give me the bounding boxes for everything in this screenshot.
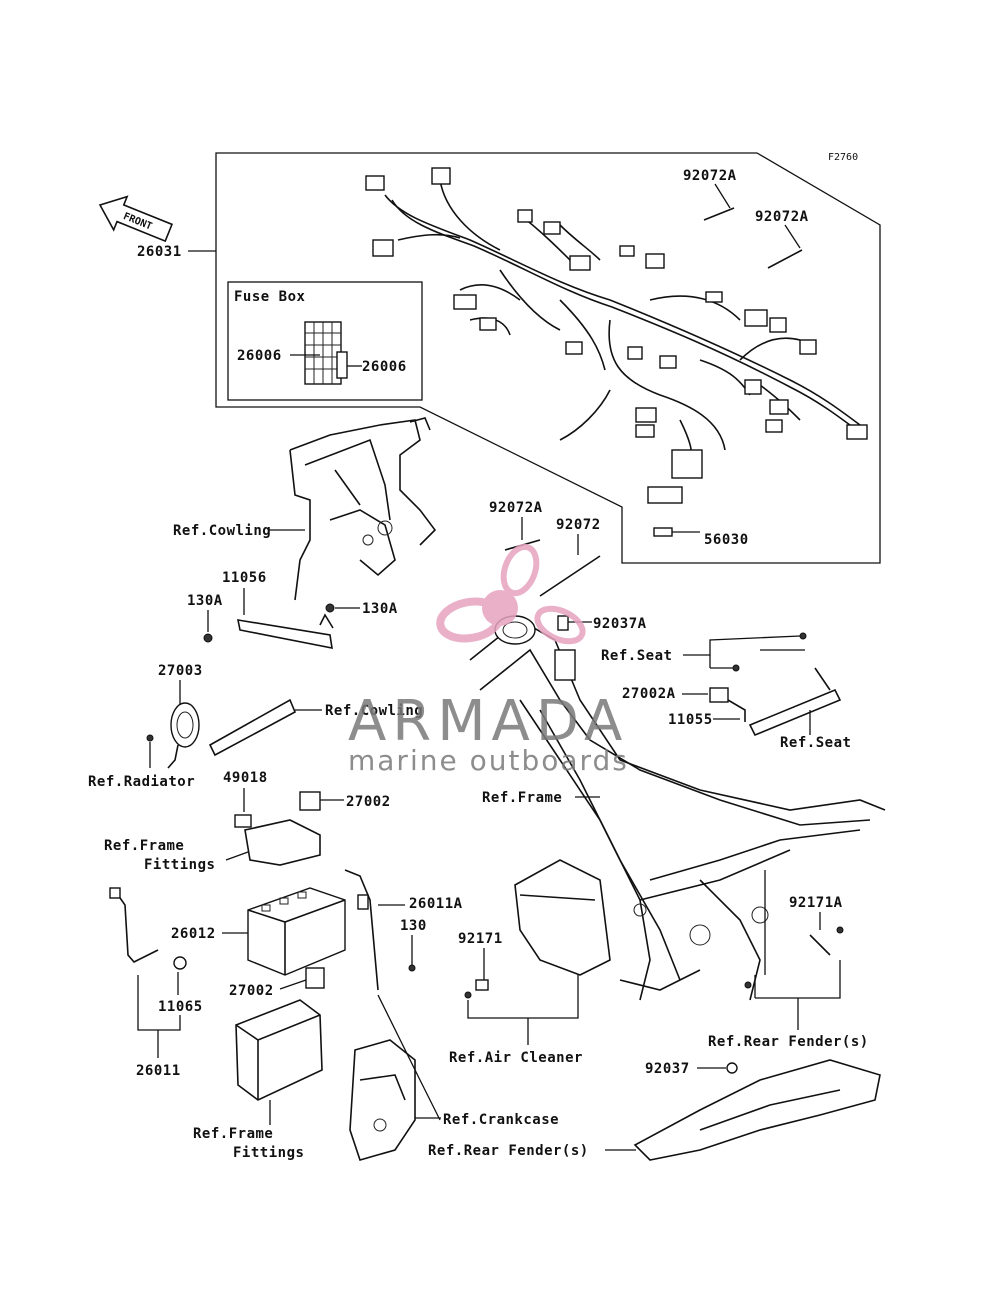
label-ref-rear-fender-1: Ref.Rear Fender(s) <box>708 1034 869 1050</box>
fuse-box-frame <box>227 281 423 401</box>
label-27002-a: 27002 <box>346 794 391 810</box>
watermark-brand: ARMADA <box>348 689 628 754</box>
fuse-block <box>304 321 348 385</box>
part-56030-block <box>647 486 683 504</box>
label-92072: 92072 <box>556 517 601 533</box>
propeller-icon <box>436 543 586 645</box>
air-cleaner-part <box>514 859 611 976</box>
label-26006-right: 26006 <box>362 359 407 375</box>
battery-26012 <box>247 887 346 976</box>
horn-part <box>167 702 200 769</box>
cowling-bracket-2 <box>208 698 297 757</box>
label-130A-right: 130A <box>362 601 398 617</box>
part-27002A <box>709 687 729 703</box>
label-ref-air-cleaner: Ref.Air Cleaner <box>449 1050 583 1066</box>
battery-case <box>235 999 323 1101</box>
watermark-logo: ARMADA marine outboards <box>348 543 629 777</box>
figure-code: F2760 <box>828 152 858 163</box>
label-ref-crankcase: Ref.Crankcase <box>443 1112 559 1128</box>
wire-harness <box>365 167 868 479</box>
cowling-bracket <box>289 417 437 601</box>
label-26012: 26012 <box>171 926 216 942</box>
front-arrow-icon: FRONT <box>98 195 174 243</box>
fuse-box-title: Fuse Box <box>234 289 306 305</box>
label-ref-frame-fittings-1a: Ref.Frame <box>104 838 184 854</box>
part-11056-bracket <box>236 619 333 650</box>
harness-box-outline <box>215 152 881 564</box>
frame-part <box>469 615 886 1001</box>
label-130: 130 <box>400 918 427 934</box>
battery-cable-26011 <box>117 894 159 963</box>
crankcase-part <box>349 1039 416 1161</box>
label-92037: 92037 <box>645 1061 690 1077</box>
label-49018: 49018 <box>223 770 268 786</box>
cable-26011A <box>344 869 379 991</box>
label-ref-frame-fittings-2b: Fittings <box>233 1145 304 1161</box>
label-26031: 26031 <box>137 244 182 260</box>
label-27002-b: 27002 <box>229 983 274 999</box>
label-92171: 92171 <box>458 931 503 947</box>
label-92072A-top1: 92072A <box>683 168 737 184</box>
part-27002-a <box>299 791 321 811</box>
label-ref-frame: Ref.Frame <box>482 790 562 806</box>
part-27002-b <box>305 967 325 989</box>
label-ref-frame-fittings-2a: Ref.Frame <box>193 1126 273 1142</box>
label-26006-left: 26006 <box>237 348 282 364</box>
label-92171A: 92171A <box>789 895 843 911</box>
label-ref-cowling-1: Ref.Cowling <box>173 523 271 539</box>
label-ref-seat-1: Ref.Seat <box>601 648 672 664</box>
label-11055: 11055 <box>668 712 713 728</box>
label-92072A-top2: 92072A <box>755 209 809 225</box>
label-56030: 56030 <box>704 532 749 548</box>
label-26011: 26011 <box>136 1063 181 1079</box>
frame-fittings-bracket-1 <box>244 819 321 866</box>
label-26011A: 26011A <box>409 896 463 912</box>
label-130A-left: 130A <box>187 593 223 609</box>
label-92037A: 92037A <box>593 616 647 632</box>
watermark-tagline: marine outboards <box>348 744 629 777</box>
label-11065: 11065 <box>158 999 203 1015</box>
label-11056: 11056 <box>222 570 267 586</box>
rear-fender-part <box>633 1059 881 1161</box>
label-ref-cowling-2: Ref.Cowling <box>325 703 423 719</box>
label-ref-frame-fittings-1b: Fittings <box>144 857 215 873</box>
label-ref-rear-fender-2: Ref.Rear Fender(s) <box>428 1143 589 1159</box>
label-27003: 27003 <box>158 663 203 679</box>
label-ref-radiator: Ref.Radiator <box>88 774 195 790</box>
label-92072A-mid: 92072A <box>489 500 543 516</box>
label-ref-seat-2: Ref.Seat <box>780 735 851 751</box>
label-27002A: 27002A <box>622 686 676 702</box>
seat-rail <box>748 688 842 737</box>
